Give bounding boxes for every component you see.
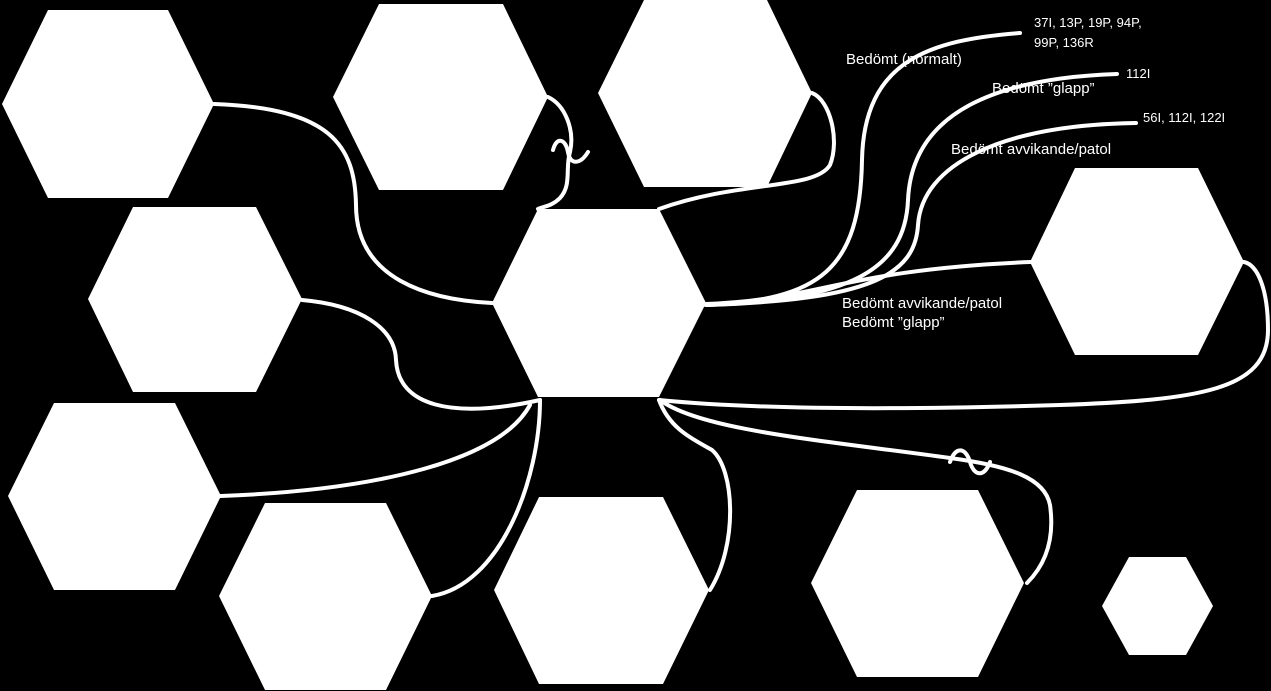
connector-hub-to-normal-codes <box>704 31 1022 307</box>
codes-avvikande: 56I, 112I, 122I <box>1143 110 1225 125</box>
connector-hub-to-glapp-codes <box>704 72 1119 307</box>
connector-bottom-center-left-to-hub <box>430 398 542 598</box>
connector-hub-to-right-loop <box>657 260 1270 411</box>
hexagon-top-center-left <box>333 4 548 190</box>
connector-top-center-left-to-hub <box>536 95 574 211</box>
hexagon-middle-left <box>88 207 302 392</box>
label-bedomt-glapp: Bedömt ”glapp” <box>992 80 1095 97</box>
codes-glapp: 112I <box>1126 66 1150 81</box>
label-bedomt-normalt: Bedömt (normalt) <box>846 51 962 68</box>
connector-bottom-left-to-hub <box>219 403 532 498</box>
hexagon-top-center-right <box>598 0 812 187</box>
hexagon-right <box>1030 168 1244 355</box>
label-right-bedomt-avvikande: Bedömt avvikande/patol <box>842 295 1002 312</box>
connector-top-left-to-hub <box>212 102 494 305</box>
connector-middle-left-to-hub <box>300 298 542 411</box>
label-bedomt-avvikande: Bedömt avvikande/patol <box>951 141 1111 158</box>
codes-normal-line-2: 99P, 136R <box>1034 35 1094 50</box>
hexagon-small-bottom-right <box>1102 557 1213 655</box>
connector-break-mark-bottom <box>948 448 992 476</box>
connector-bottom-center-to-hub <box>657 398 733 592</box>
hexagon-top-left <box>2 10 214 198</box>
hexagon-center-hub <box>492 209 706 397</box>
hexagon-bottom-center <box>494 497 709 684</box>
connector-hub-to-avvik-codes <box>704 121 1138 307</box>
connector-hub-to-bottom-right <box>658 398 1054 585</box>
connector-top-center-right-to-hub <box>657 91 836 211</box>
hexagon-bottom-center-left <box>219 503 432 690</box>
connector-break-mark-top <box>551 138 590 164</box>
codes-normal-line-1: 37I, 13P, 19P, 94P, <box>1034 15 1142 30</box>
hexagon-bottom-left <box>8 403 221 590</box>
label-right-bedomt-glapp: Bedömt ”glapp” <box>842 314 945 331</box>
hexagon-bottom-right <box>811 490 1024 677</box>
